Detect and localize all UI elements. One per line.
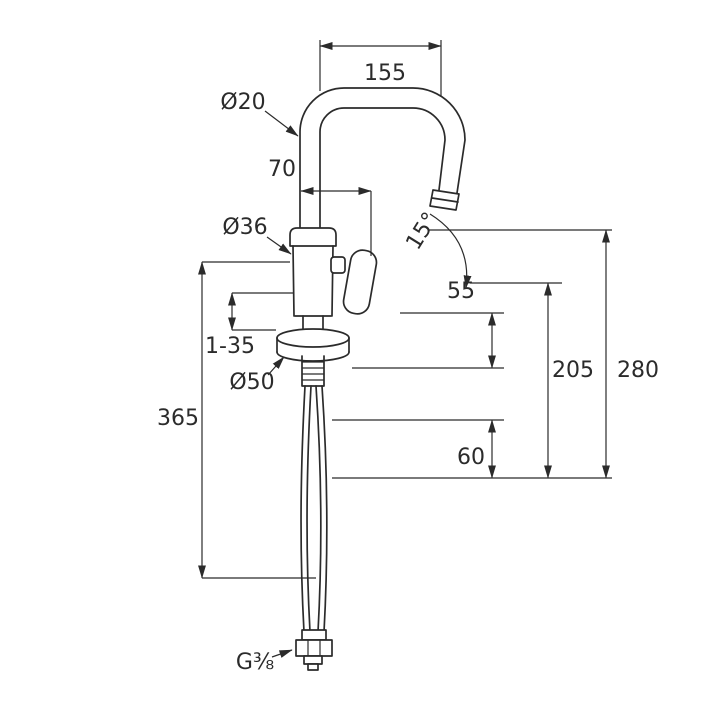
leader-line-d36 (266, 236, 292, 255)
spout-inner-edge (319, 107, 446, 233)
label-dim-55: 55 (447, 279, 475, 304)
label-connection-thread: G⅜ (236, 650, 274, 675)
label-dim-60: 60 (457, 445, 485, 470)
body-cap (289, 227, 337, 247)
leader-line-d20 (264, 110, 299, 137)
spout-outer-edge (299, 87, 466, 233)
base-flange-bottom (276, 351, 350, 362)
label-height-205: 205 (552, 358, 594, 383)
label-height-280: 280 (617, 358, 659, 383)
label-mounting-thickness: 1-35 (205, 334, 255, 359)
supply-hoses (300, 385, 328, 633)
dimension-lines (198, 40, 612, 658)
label-spout-offset: 70 (268, 157, 296, 182)
hose-connector-nut (295, 629, 333, 671)
dimension-labels: 155 Ø20 70 Ø36 15° 55 1-35 Ø50 205 280 3… (157, 61, 659, 675)
lever-handle (342, 249, 378, 315)
leader-line-d50 (267, 356, 285, 376)
handle-connector (330, 256, 346, 274)
angle-arc-15deg (429, 213, 472, 289)
aerator-tip-line (431, 197, 459, 203)
label-base-diameter: Ø50 (229, 370, 274, 395)
label-outlet-angle: 15° (401, 208, 443, 254)
base-flange-top (276, 328, 350, 348)
faucet-outline (276, 87, 466, 671)
label-spout-tube-diameter: Ø20 (220, 90, 265, 115)
label-spout-reach: 155 (364, 61, 406, 86)
body-side-left (292, 245, 295, 317)
label-hose-length: 365 (157, 406, 199, 431)
leader-line-g38 (271, 649, 293, 658)
threaded-shank (301, 355, 325, 387)
label-body-diameter: Ø36 (222, 215, 267, 240)
